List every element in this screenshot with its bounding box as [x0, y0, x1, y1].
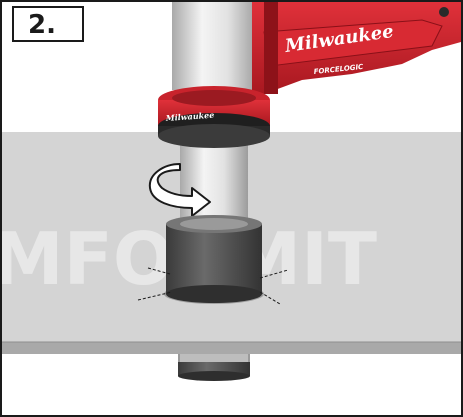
- lower-die: [178, 354, 250, 381]
- alignment-marks: [137, 267, 289, 305]
- clockwise-rotation-arrow-icon: [148, 163, 211, 217]
- tool-cylinder: [172, 2, 258, 232]
- collar-brand-logo: Milwaukee: [164, 110, 214, 123]
- tool-body: Milwaukee FORCELOGIC: [252, 2, 461, 94]
- collar-ring: Milwaukee: [158, 86, 270, 148]
- upper-die: [164, 215, 264, 304]
- step-number: 2.: [28, 10, 56, 40]
- step-number-box: 2.: [12, 6, 84, 42]
